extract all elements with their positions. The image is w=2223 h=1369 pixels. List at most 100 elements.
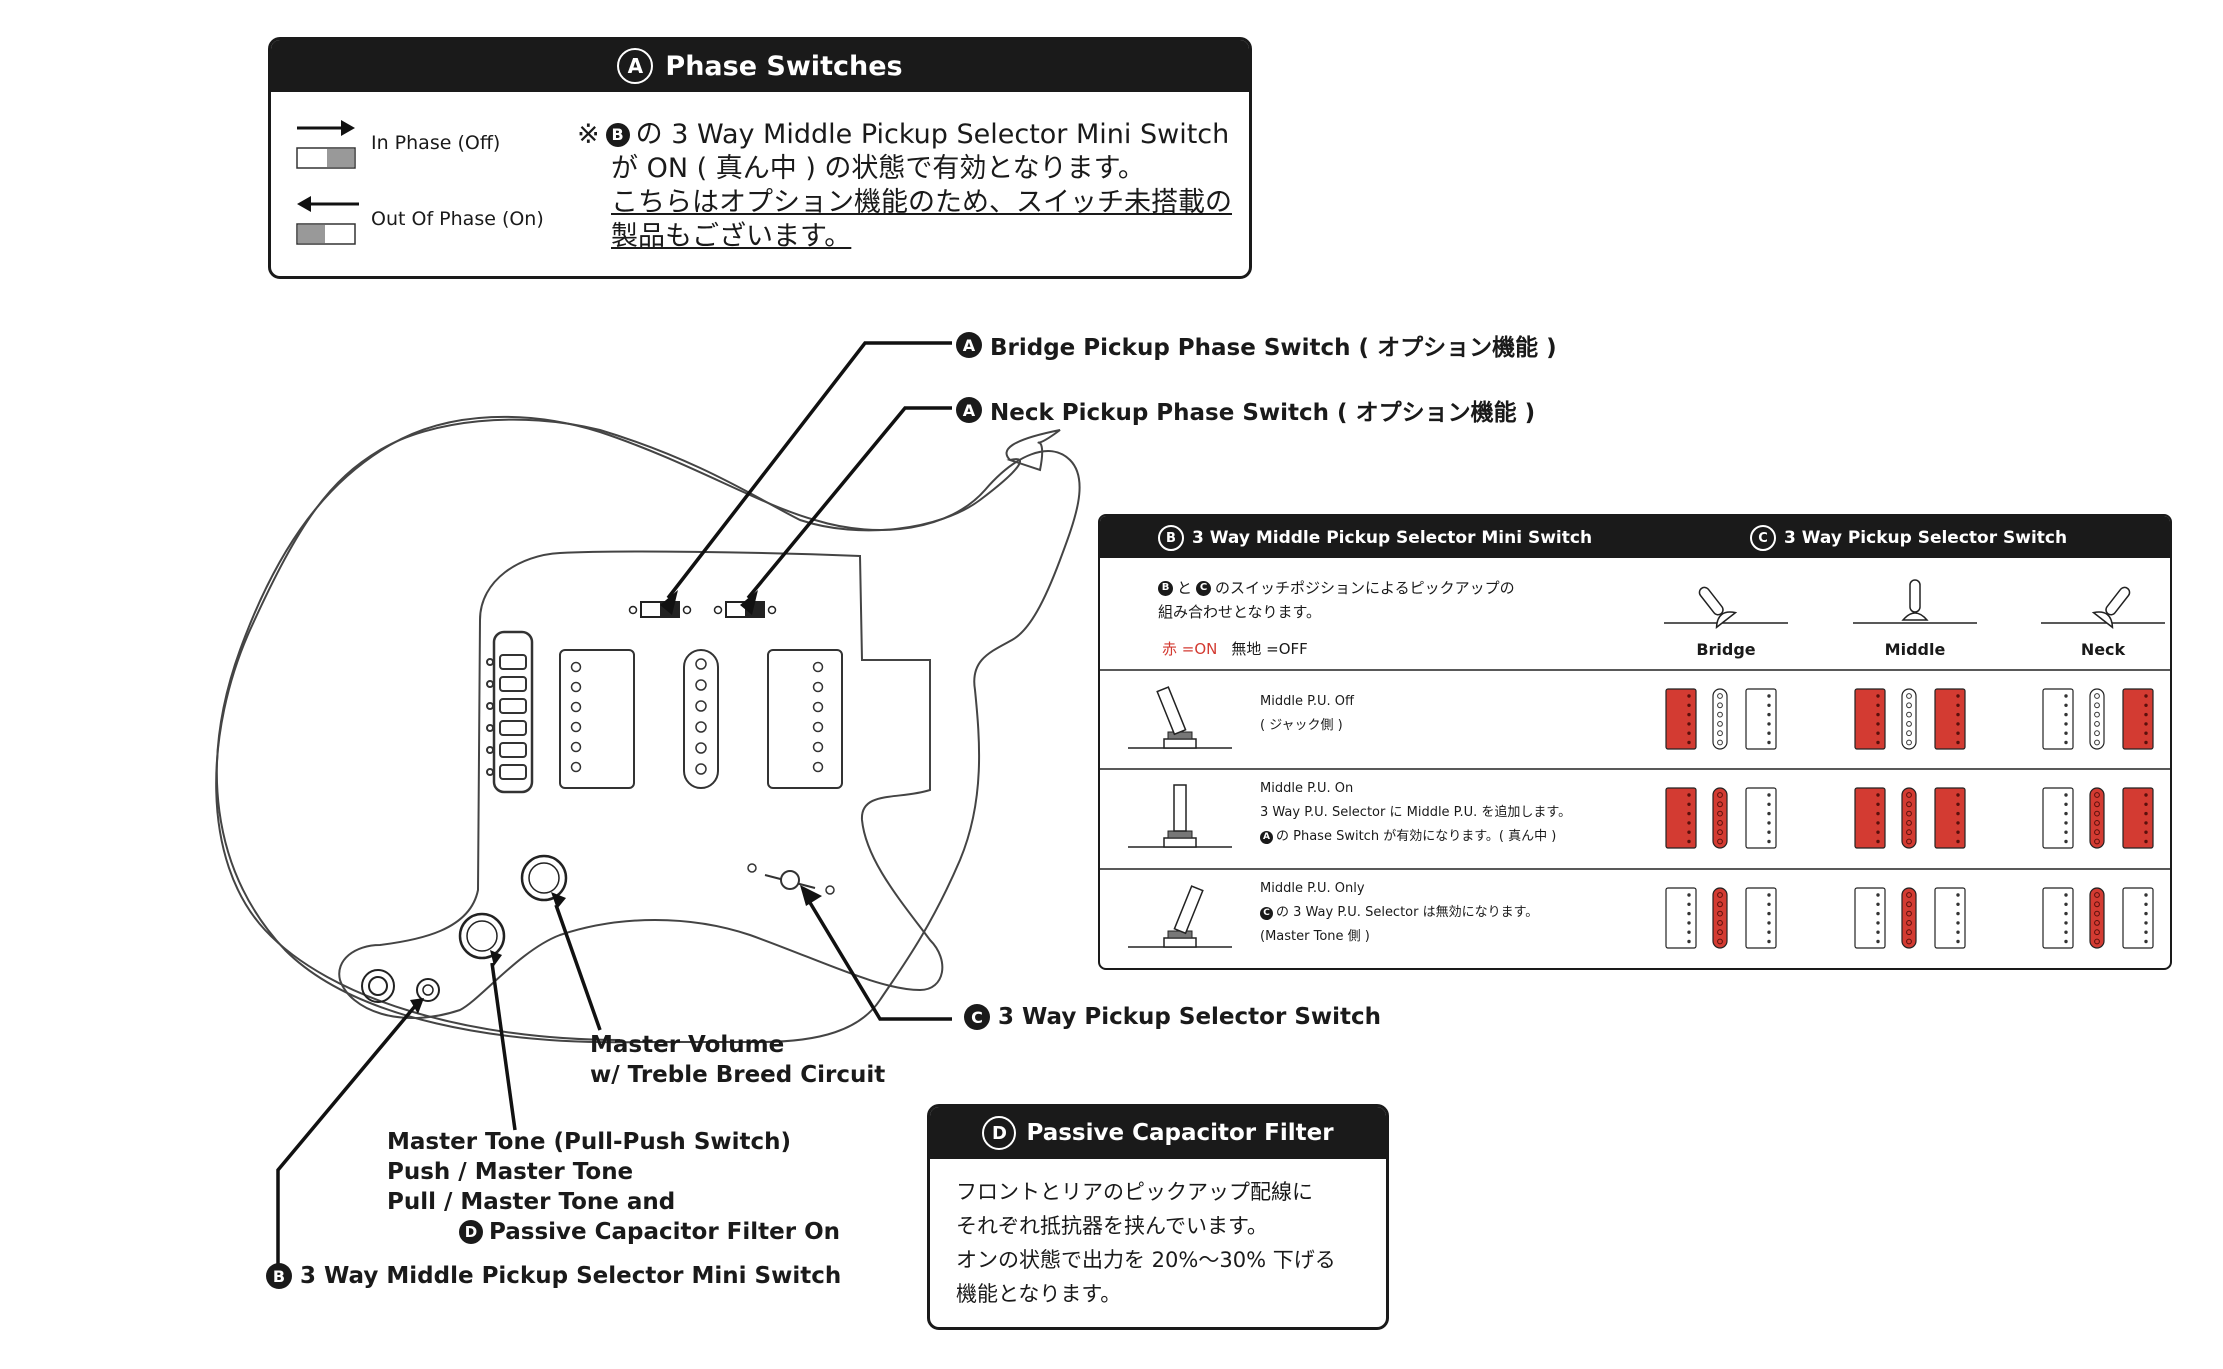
row-line: の 3 Way P.U. Selector は無効になります。	[1276, 905, 1539, 920]
filter-line-1: フロントとリアのピックアップ配線に	[956, 1180, 1313, 1204]
saddle-screw	[486, 746, 494, 754]
volume-line-1: Master Volume	[590, 1032, 785, 1058]
phase-legend-icons	[296, 120, 359, 245]
passive-filter-body: フロントとリアのピックアップ配線に それぞれ抵抗器を挟んでいます。 オンの状態で…	[956, 1175, 1336, 1311]
passive-filter-title: Passive Capacitor Filter	[1026, 1120, 1334, 1146]
mini-switch-callout: B 3 Way Middle Pickup Selector Mini Swit…	[266, 1263, 841, 1289]
neck-pole	[812, 741, 824, 753]
row-line: Middle P.U. Only	[1260, 881, 1365, 896]
humbucker-icon	[2042, 887, 2074, 949]
tone-line-4: Passive Capacitor Filter On	[489, 1219, 841, 1245]
bridge-phase-callout: A Bridge Pickup Phase Switch ( オプション機能 )	[956, 328, 1557, 362]
badge-b: B	[605, 123, 630, 147]
bridge-pole	[570, 681, 582, 693]
leader-neck-phase	[746, 406, 952, 600]
filter-line-2: それぞれ抵抗器を挟んでいます。	[956, 1214, 1268, 1238]
bridge-pole	[570, 721, 582, 733]
humbucker-icon	[1745, 787, 1777, 849]
note-line-2: が ON ( 真ん中 ) の状態で有効となります。	[611, 153, 1145, 184]
bridge-saddle	[499, 698, 527, 714]
badge-c: C	[1260, 906, 1273, 920]
mini-switch-label: 3 Way Middle Pickup Selector Mini Switch	[300, 1263, 842, 1289]
phase-switches-title: Phase Switches	[665, 50, 903, 82]
single-coil-icon	[1712, 887, 1728, 949]
in-phase-label: In Phase (Off)	[371, 132, 501, 154]
mini-switch-nut	[416, 978, 440, 1002]
bridge-saddle	[499, 676, 527, 692]
intro-line-2: 組み合わせとなります。	[1158, 603, 1322, 621]
pickguard-outline	[338, 550, 944, 1019]
middle-pole	[695, 658, 707, 670]
table-header-b: 3 Way Middle Pickup Selector Mini Switch	[1192, 528, 1593, 548]
passive-filter-header: D Passive Capacitor Filter	[930, 1107, 1386, 1159]
tone-callout: Master Tone (Pull-Push Switch) Push / Ma…	[387, 1127, 840, 1247]
filter-line-3: オンの状態で出力を 20%～30% 下げる	[956, 1248, 1336, 1272]
humbucker-icon	[1854, 688, 1886, 750]
bridge-pole	[570, 701, 582, 713]
bridge-saddle	[499, 720, 527, 736]
guitar-body-outline	[215, 418, 1061, 1041]
bridge-saddle	[499, 654, 527, 670]
single-coil-icon	[2089, 787, 2105, 849]
badge-a: A	[1260, 830, 1273, 844]
selector-callout: C 3 Way Pickup Selector Switch	[964, 1004, 1381, 1030]
humbucker-icon	[2122, 688, 2154, 750]
badge-a: A	[956, 397, 982, 423]
badge-b: B	[1158, 580, 1173, 596]
humbucker-icon	[1665, 787, 1697, 849]
row-line: 3 Way P.U. Selector に Middle P.U. を追加します…	[1260, 805, 1572, 820]
selector-label: 3 Way Pickup Selector Switch	[998, 1004, 1382, 1030]
badge-b: B	[266, 1263, 292, 1289]
bridge-phase-label: Bridge Pickup Phase Switch ( オプション機能 )	[990, 335, 1557, 361]
toggle-lever-icon	[1173, 885, 1204, 935]
lever-icon	[1698, 586, 1738, 629]
middle-pole	[695, 700, 707, 712]
badge-c: C	[1750, 525, 1776, 551]
table-header: B 3 Way Middle Pickup Selector Mini Swit…	[1100, 516, 2170, 558]
humbucker-icon	[1665, 887, 1697, 949]
single-coil-icon	[2089, 887, 2105, 949]
bridge-humbucker	[559, 649, 635, 789]
position-middle: Middle	[1884, 640, 1946, 659]
badge-d: D	[982, 1116, 1017, 1150]
saddle-screw	[486, 768, 494, 776]
humbucker-icon	[1745, 887, 1777, 949]
toggle-washer	[1167, 830, 1193, 839]
pickup-selector-switch	[780, 870, 800, 890]
leader-mini-switch	[276, 1003, 418, 1270]
neck-phase-callout: A Neck Pickup Phase Switch ( オプション機能 )	[956, 393, 1535, 427]
bridge-pole	[570, 741, 582, 753]
humbucker-icon	[2122, 787, 2154, 849]
badge-b: B	[1158, 525, 1184, 551]
humbucker-icon	[1745, 688, 1777, 750]
leader-selector	[804, 895, 952, 1021]
bridge-plate	[492, 630, 534, 794]
middle-pole	[695, 742, 707, 754]
note-line-1: の 3 Way Middle Pickup Selector Mini Swit…	[635, 119, 1230, 150]
leader-volume	[554, 904, 602, 1031]
neck-pole	[812, 661, 824, 673]
humbucker-icon	[1934, 787, 1966, 849]
middle-pole	[695, 721, 707, 733]
neck-pole	[812, 681, 824, 693]
single-coil-icon	[1901, 887, 1917, 949]
master-tone-knob	[458, 912, 506, 960]
toggle-lever-icon	[1173, 784, 1187, 832]
row-line: Middle P.U. On	[1260, 781, 1354, 796]
humbucker-icon	[2122, 887, 2154, 949]
saddle-screw	[486, 702, 494, 710]
neck-pole	[812, 701, 824, 713]
volume-callout: Master Volume w/ Treble Breed Circuit	[590, 1030, 885, 1090]
tone-line-2: Push / Master Tone	[387, 1159, 634, 1185]
row-line: の Phase Switch が有効になります。( 真ん中 )	[1276, 829, 1557, 844]
humbucker-icon	[1934, 688, 1966, 750]
tone-line-3: Pull / Master Tone and	[387, 1189, 676, 1215]
intro-line-1: のスイッチポジションによるピックアップの	[1215, 579, 1515, 597]
body-shape	[215, 415, 1081, 1044]
phase-note: ※ B の 3 Way Middle Pickup Selector Mini …	[577, 118, 1232, 254]
master-volume-knob	[520, 854, 568, 902]
single-coil-icon	[1901, 688, 1917, 750]
middle-pole	[695, 679, 707, 691]
toggle-lever-icon	[1156, 686, 1187, 736]
